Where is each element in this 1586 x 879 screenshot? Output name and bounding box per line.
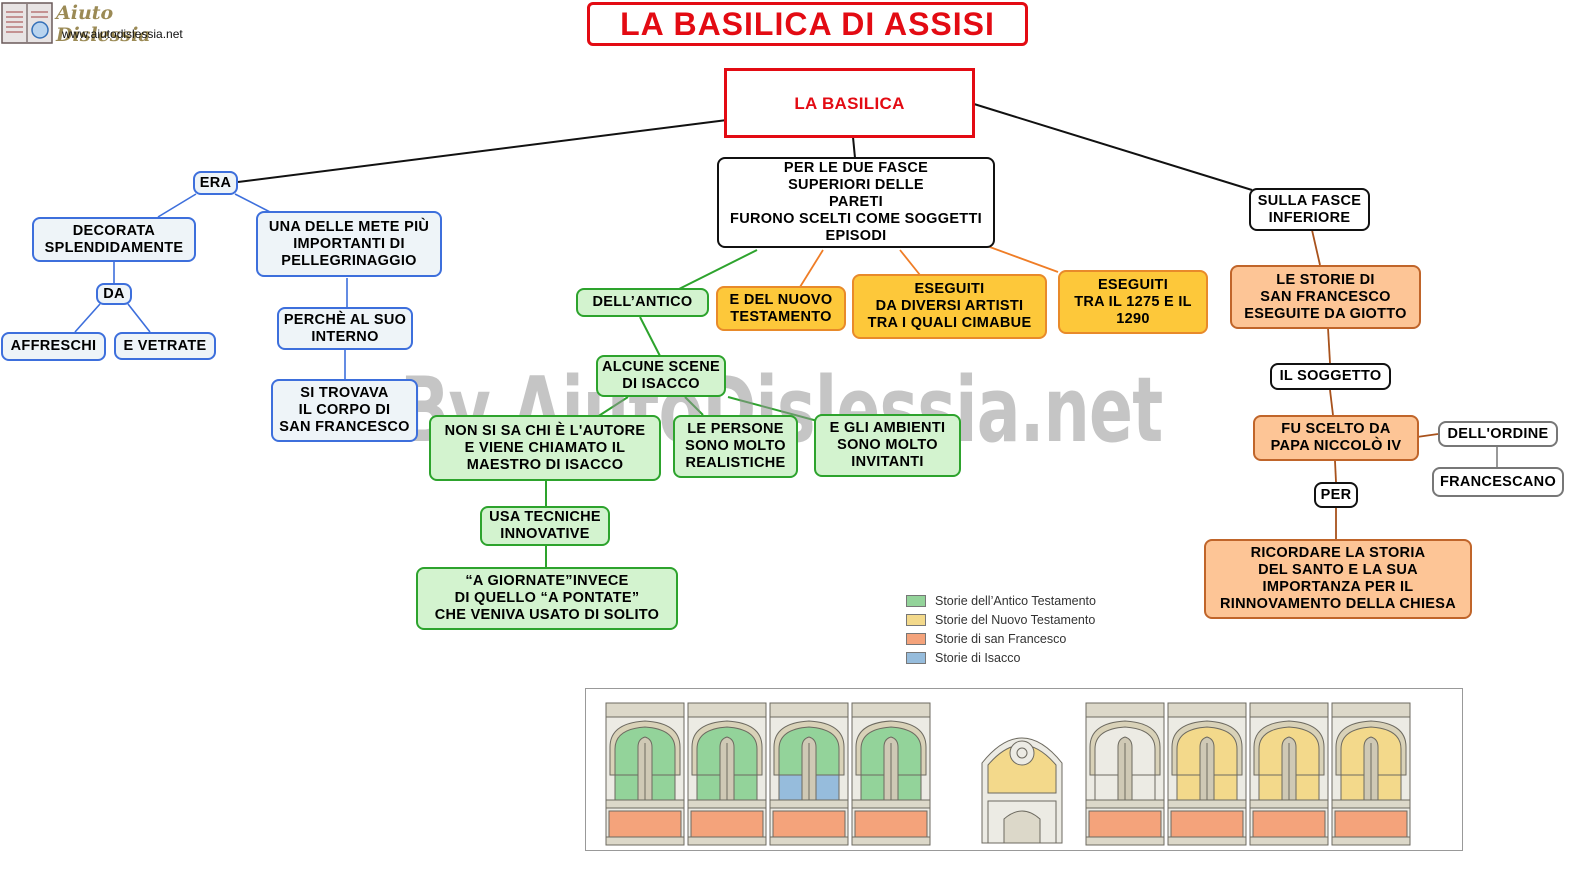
node-ordine[interactable]: DELL'ORDINE [1438,421,1558,447]
node-perche[interactable]: PERCHÈ AL SUO INTERNO [277,307,413,350]
legend-item-isacco: Storie di Isacco [906,651,1020,665]
legend-swatch [906,595,926,607]
node-anni[interactable]: ESEGUITI TRA IL 1275 E IL 1290 [1058,270,1208,334]
legend-label: Storie dell’Antico Testamento [935,594,1096,608]
node-era[interactable]: ERA [193,171,238,195]
node-fasce-inferiore[interactable]: SULLA FASCE INFERIORE [1249,188,1370,231]
legend-item-francesco: Storie di san Francesco [906,632,1066,646]
legend-item-nuovo: Storie del Nuovo Testamento [906,613,1095,627]
facade-drawing [981,737,1063,844]
node-giornate[interactable]: “A GIORNATE”INVECE DI QUELLO “A PONTATE”… [416,567,678,630]
node-ricordare[interactable]: RICORDARE LA STORIA DEL SANTO E LA SUA I… [1204,539,1472,619]
node-artisti[interactable]: ESEGUITI DA DIVERSI ARTISTI TRA I QUALI … [852,274,1047,339]
legend-swatch [906,633,926,645]
logo-name: Aiuto Dislessia [56,2,151,46]
node-corpo[interactable]: SI TROVAVA IL CORPO DI SAN FRANCESCO [271,379,418,442]
node-decorata[interactable]: DECORATA SPLENDIDAMENTE [32,217,196,262]
basilica-walls-image [605,702,1411,846]
node-isacco[interactable]: ALCUNE SCENE DI ISACCO [596,355,726,397]
legend-swatch [906,614,926,626]
node-vetrate[interactable]: E VETRATE [114,332,216,360]
node-persone[interactable]: LE PERSONE SONO MOLTO REALISTICHE [673,415,798,478]
basilica-wall-illustration [585,688,1463,851]
node-la-basilica[interactable]: LA BASILICA [724,68,975,138]
node-fasce-superiori[interactable]: PER LE DUE FASCE SUPERIORI DELLE PARETI … [717,157,995,248]
page-title: LA BASILICA DI ASSISI [587,2,1028,46]
node-nuovo-testamento[interactable]: E DEL NUOVO TESTAMENTO [716,286,846,331]
node-antico[interactable]: DELL’ANTICO [576,288,709,317]
node-tecniche[interactable]: USA TECNICHE INNOVATIVE [480,506,610,546]
node-storie-francesco[interactable]: LE STORIE DI SAN FRANCESCO ESEGUITE DA G… [1230,265,1421,329]
node-da[interactable]: DA [96,283,132,305]
logo-url: www.aiutodislessia.net [62,27,183,41]
node-per[interactable]: PER [1314,482,1358,508]
node-niccolo[interactable]: FU SCELTO DA PAPA NICCOLÒ IV [1253,415,1419,461]
node-mete[interactable]: UNA DELLE METE PIÙ IMPORTANTI DI PELLEGR… [256,211,442,277]
legend-item-antico: Storie dell’Antico Testamento [906,594,1096,608]
node-soggetto[interactable]: IL SOGGETTO [1270,363,1391,390]
node-autore[interactable]: NON SI SA CHI È L'AUTORE E VIENE CHIAMAT… [429,415,661,481]
legend-label: Storie del Nuovo Testamento [935,613,1096,627]
node-francescano[interactable]: FRANCESCANO [1432,467,1564,497]
legend-label: Storie di san Francesco [935,632,1067,646]
legend-label: Storie di Isacco [935,651,1021,665]
node-affreschi[interactable]: AFFRESCHI [1,332,106,361]
node-ambienti[interactable]: E GLI AMBIENTI SONO MOLTO INVITANTI [814,414,961,477]
site-logo[interactable]: Aiuto Dislessia www.aiutodislessia.net [0,0,200,46]
book-logo-icon [1,2,53,44]
legend-swatch [906,652,926,664]
